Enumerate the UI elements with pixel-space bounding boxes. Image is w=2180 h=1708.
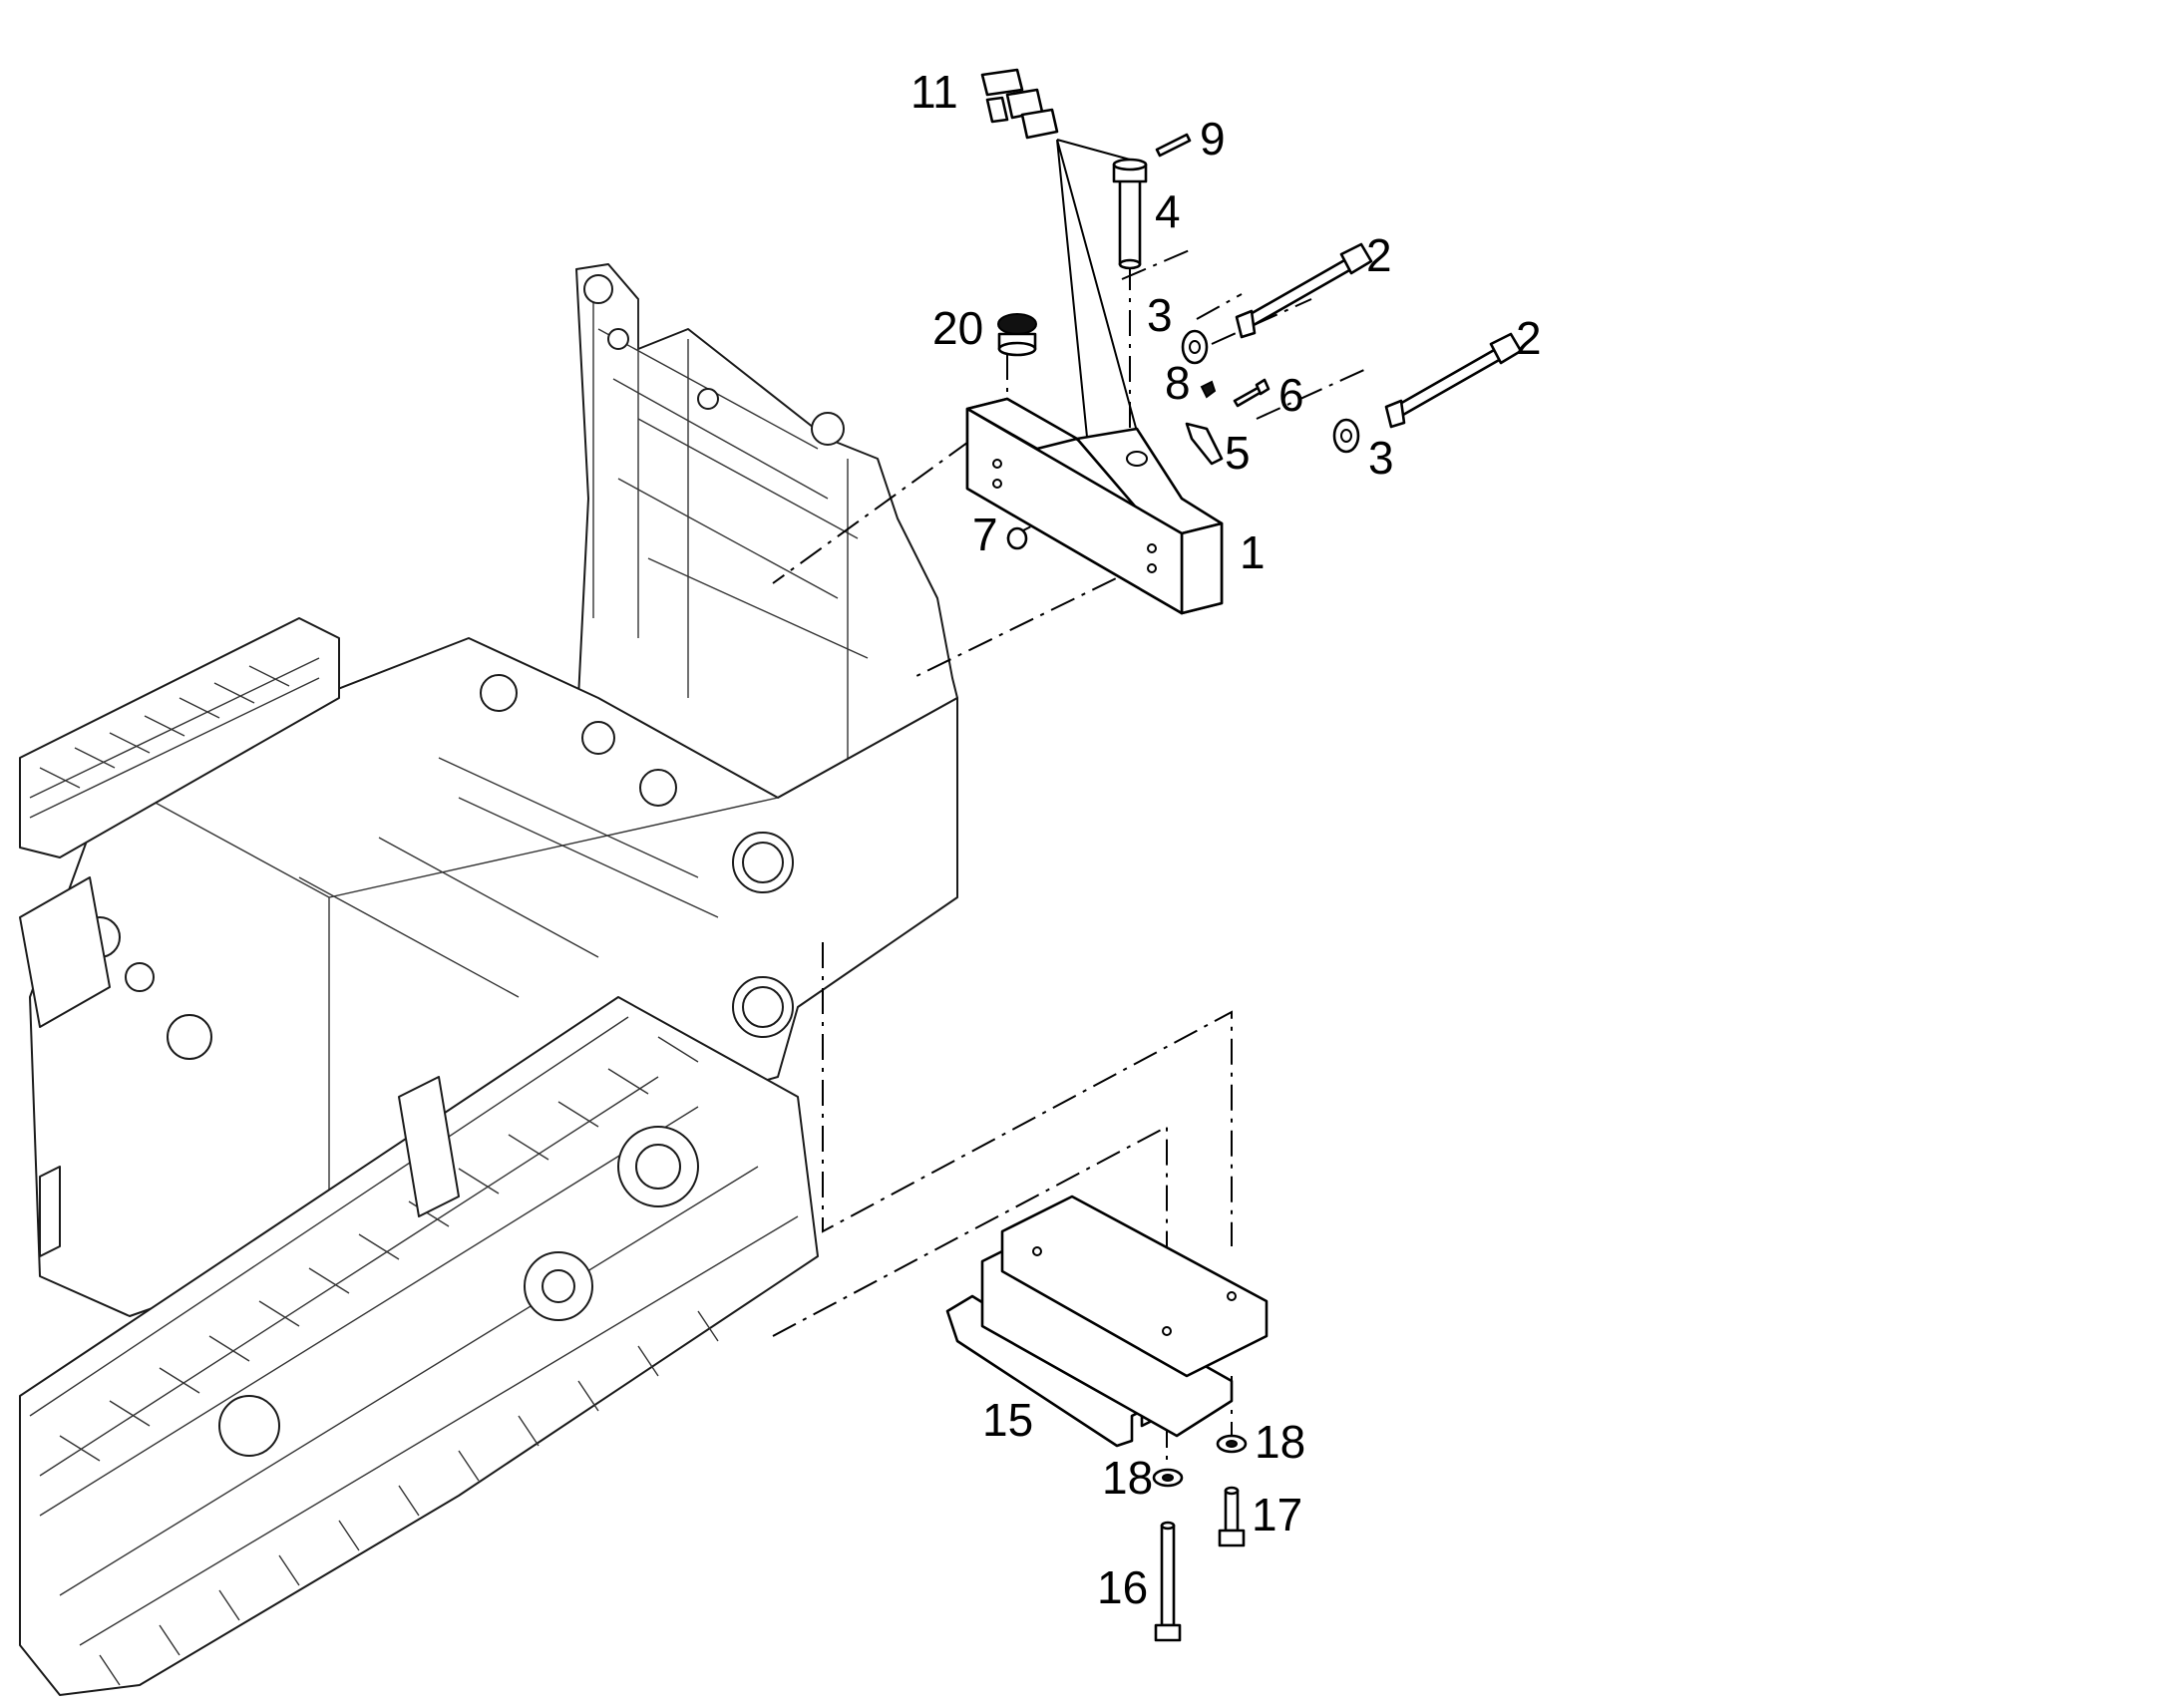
part-5-clamp [1185, 422, 1224, 466]
callout-8: 8 [1165, 357, 1191, 409]
part-20-cap [997, 313, 1037, 357]
upper-track [19, 617, 340, 858]
callout-2-lower: 2 [1516, 312, 1542, 364]
callout-7: 7 [972, 509, 998, 560]
part-2-bolt-upper [1235, 242, 1373, 339]
part-6-screw [1233, 378, 1271, 408]
part-11-chain [980, 68, 1059, 140]
part-2-bolt-lower [1384, 332, 1523, 429]
part-16-long-bolt [1154, 1521, 1182, 1642]
callout-1: 1 [1240, 526, 1266, 578]
part-9-spring-pin [1155, 133, 1192, 158]
callout-labels: 1 2 2 3 3 4 5 6 7 8 9 11 15 16 17 18 18 … [910, 66, 1542, 1613]
part-15-counterweight [945, 1195, 1269, 1448]
machine-frame [19, 263, 958, 1696]
callout-18-left: 18 [1102, 1452, 1153, 1504]
callout-16: 16 [1097, 1561, 1148, 1613]
callout-3-lower: 3 [1368, 432, 1394, 484]
part-17-short-bolt [1218, 1486, 1246, 1547]
callout-11: 11 [910, 66, 958, 118]
callout-20: 20 [932, 302, 983, 354]
callout-15: 15 [982, 1394, 1033, 1446]
callout-17: 17 [1252, 1489, 1302, 1540]
part-8-clip [1200, 380, 1217, 399]
part-4-pin [1112, 158, 1148, 270]
part-7-nut [1006, 526, 1028, 550]
callout-18-right: 18 [1255, 1416, 1305, 1468]
callout-6: 6 [1278, 369, 1304, 421]
lower-track [19, 996, 819, 1696]
callout-2-upper: 2 [1366, 229, 1392, 281]
callout-9: 9 [1200, 113, 1226, 165]
callout-4: 4 [1155, 185, 1181, 237]
callout-5: 5 [1225, 427, 1251, 479]
callout-3-upper: 3 [1147, 289, 1173, 341]
part-1-cross-beam [965, 397, 1224, 615]
